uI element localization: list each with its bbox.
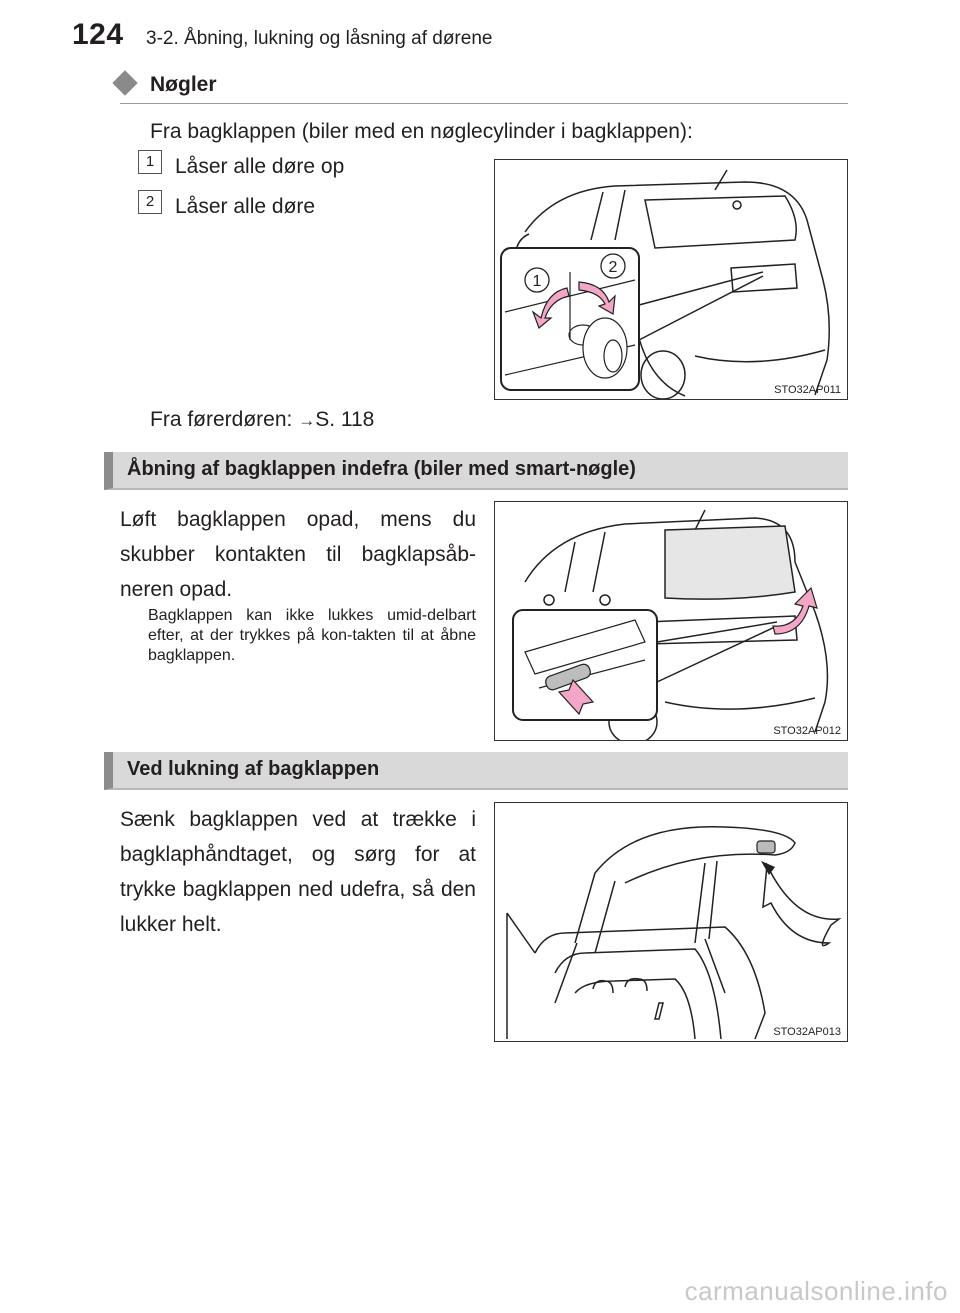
open-instructions: Løft bagklappen opad, mens du skubber ko… (120, 508, 476, 601)
callout-1: 1 (533, 273, 542, 290)
section-banner-open: Åbning af bagklappen indefra (biler med … (104, 452, 848, 490)
figure-tailgate-closing: STO32AP013 (494, 802, 848, 1042)
section-title-keys: Nøgler (150, 73, 217, 96)
driver-door-reference: Fra førerdøren: →S. 118 (150, 402, 374, 438)
item-text-unlock: Låser alle døre op (175, 155, 345, 178)
figure-tailgate-opener: STO32AP012 (494, 501, 848, 741)
running-header: 3-2. Åbning, lukning og låsning af døren… (146, 28, 493, 49)
item-number-1: 1 (138, 150, 162, 174)
section-divider (120, 103, 848, 104)
banner-title-close: Ved lukning af bagklappen (127, 758, 380, 780)
item-text-lock: Låser alle døre (175, 195, 316, 218)
keys-intro: Fra bagklappen (biler med en nøglecylind… (150, 120, 693, 143)
reference-arrow-icon: → (298, 411, 316, 430)
banner-title-open: Åbning af bagklappen indefra (biler med … (127, 458, 636, 480)
figure-code: STO32AP012 (773, 725, 841, 737)
figure-code: STO32AP011 (774, 384, 841, 396)
diamond-bullet-icon (112, 70, 138, 96)
section-banner-close: Ved lukning af bagklappen (104, 752, 848, 790)
open-note: Bagklappen kan ikke lukkes umid-delbart … (148, 607, 476, 664)
car-opener-illustration (512, 509, 829, 740)
figure-tailgate-key-cylinder: 1 2 STO32AP011 (494, 159, 848, 400)
item-number-2: 2 (138, 190, 162, 214)
figure-code: STO32AP013 (773, 1026, 841, 1038)
car-rear-key-illustration: 1 2 (500, 169, 830, 399)
close-instructions: Sænk bagklappen ved at trække i bagklaph… (120, 808, 476, 936)
page-reference: S. 118 (315, 408, 375, 431)
page-number: 124 (72, 18, 124, 51)
driver-door-label: Fra førerdøren: (150, 408, 299, 431)
watermark: carmanualsonline.info (684, 1276, 948, 1306)
callout-2: 2 (609, 259, 618, 276)
car-open-tailgate-illustration (506, 825, 842, 1040)
